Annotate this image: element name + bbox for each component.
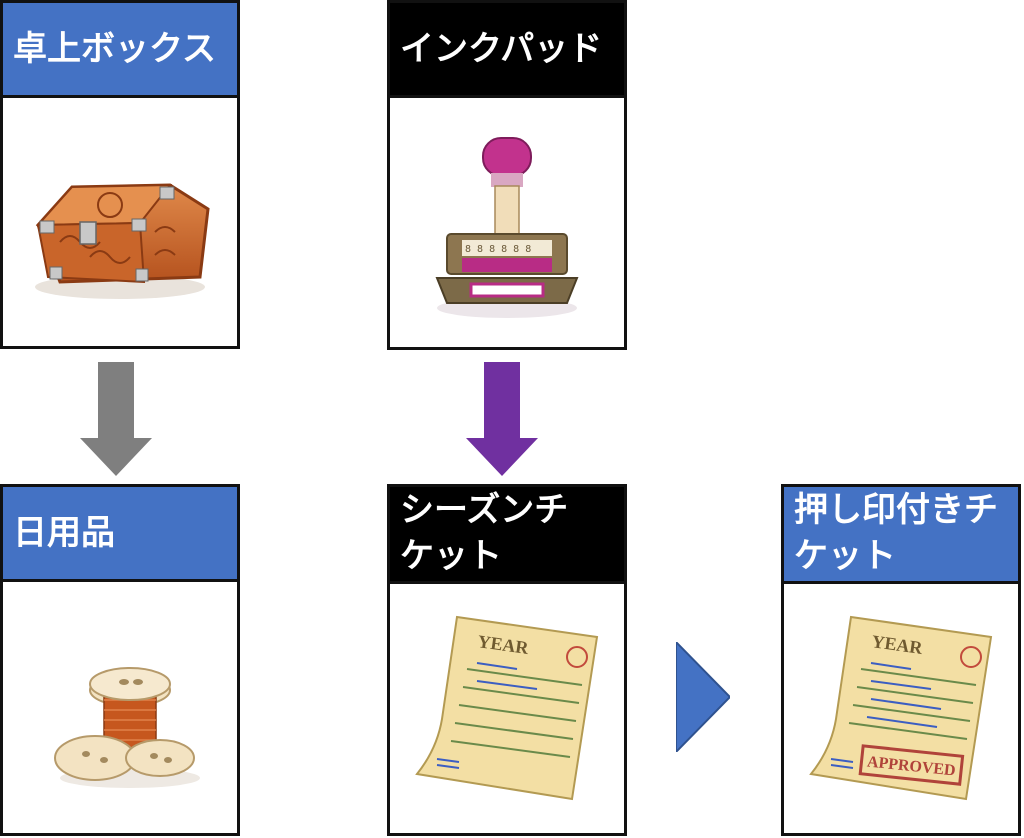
date-stamper-icon: 8 8 8 8 8 8	[390, 98, 624, 347]
card-title-text: 卓上ボックス	[13, 29, 216, 69]
approved-ticket-icon: YEAR APPROVED	[784, 584, 1018, 833]
thread-spool-icon	[3, 582, 237, 833]
card-title-line2: ケット	[400, 536, 502, 576]
card-title: 卓上ボックス	[3, 3, 237, 98]
down-arrow-icon	[80, 362, 152, 476]
card-title-line1: 押し印付きチ	[794, 490, 998, 530]
card-title: シーズンチ ケット	[390, 487, 624, 584]
card-title-text: インクパッド	[400, 29, 603, 69]
treasure-chest-icon	[3, 98, 237, 346]
card-ink-pad: インクパッド 8 8 8 8 8 8	[387, 0, 627, 350]
card-title-line2: ケット	[794, 536, 896, 576]
ticket-icon: YEAR	[390, 584, 624, 833]
card-title: 日用品	[3, 487, 237, 582]
svg-text:8 8 8 8 8 8: 8 8 8 8 8 8	[465, 244, 531, 255]
card-title-line1: シーズンチ	[400, 490, 569, 530]
down-arrow-icon	[466, 362, 538, 476]
card-title: 押し印付きチ ケット	[784, 487, 1018, 584]
card-title: インクパッド	[390, 3, 624, 98]
card-stamped-ticket: 押し印付きチ ケット YEAR APPROVED	[781, 484, 1021, 836]
card-season-ticket: シーズンチ ケット YEAR	[387, 484, 627, 836]
card-daily-goods: 日用品	[0, 484, 240, 836]
card-title-text: 日用品	[13, 513, 115, 553]
card-desk-box: 卓上ボックス	[0, 0, 240, 349]
right-arrow-icon	[676, 642, 730, 752]
